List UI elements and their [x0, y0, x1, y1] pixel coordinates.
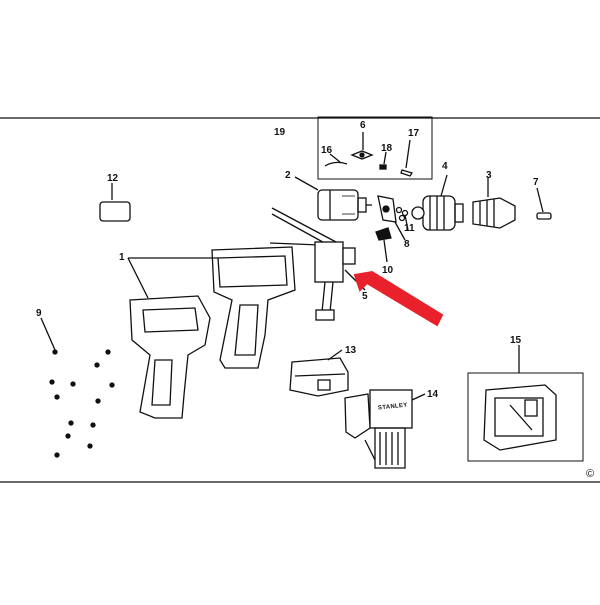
label-part-7: 7 [533, 177, 539, 188]
part-12-pad [99, 201, 131, 222]
label-part-10: 10 [382, 265, 394, 276]
label-part-19: 19 [274, 127, 286, 138]
part-10-knob [375, 227, 392, 241]
label-part-4: 4 [442, 161, 448, 172]
label-part-16: 16 [321, 145, 333, 156]
part-18-pin [379, 164, 387, 170]
part-7-screw [536, 212, 552, 220]
label-part-13: 13 [345, 345, 357, 356]
part-14-charger [344, 389, 413, 469]
part-4-gearbox [411, 195, 464, 231]
part-17-screw [400, 169, 414, 177]
label-part-11: 11 [404, 223, 415, 234]
part-16-spring [324, 161, 348, 167]
label-part-6: 6 [360, 120, 366, 131]
part-2-motor [317, 189, 372, 221]
part-15-case [483, 384, 557, 451]
label-part-9: 9 [36, 308, 42, 319]
wire-c [269, 242, 321, 246]
label-part-14: 14 [427, 389, 439, 400]
wire-b [271, 213, 331, 247]
wire-a [271, 207, 337, 243]
label-part-17: 17 [408, 128, 420, 139]
part-3-chuck [472, 197, 516, 229]
label-part-1: 1 [119, 252, 125, 263]
part-13-battery [289, 357, 349, 397]
label-part-12: 12 [107, 173, 119, 184]
part-8-gear-plate [377, 195, 397, 223]
part-6-clip [350, 150, 374, 160]
label-part-8: 8 [404, 239, 410, 250]
part-15-case-box [467, 372, 584, 462]
label-part-18: 18 [381, 143, 393, 154]
highlight-arrow [353, 270, 444, 327]
part-9-screws [49, 349, 115, 458]
label-part-5: 5 [362, 291, 368, 302]
part-11-screws [395, 206, 409, 222]
label-part-2: 2 [285, 170, 291, 181]
part-1-housing-right [211, 246, 296, 369]
copyright-symbol: © [586, 468, 595, 480]
part-5-switch [314, 241, 356, 321]
label-part-3: 3 [486, 170, 492, 181]
label-part-15: 15 [510, 335, 522, 346]
part-19-group-box [317, 116, 433, 180]
part-1-housing-left [129, 295, 211, 419]
